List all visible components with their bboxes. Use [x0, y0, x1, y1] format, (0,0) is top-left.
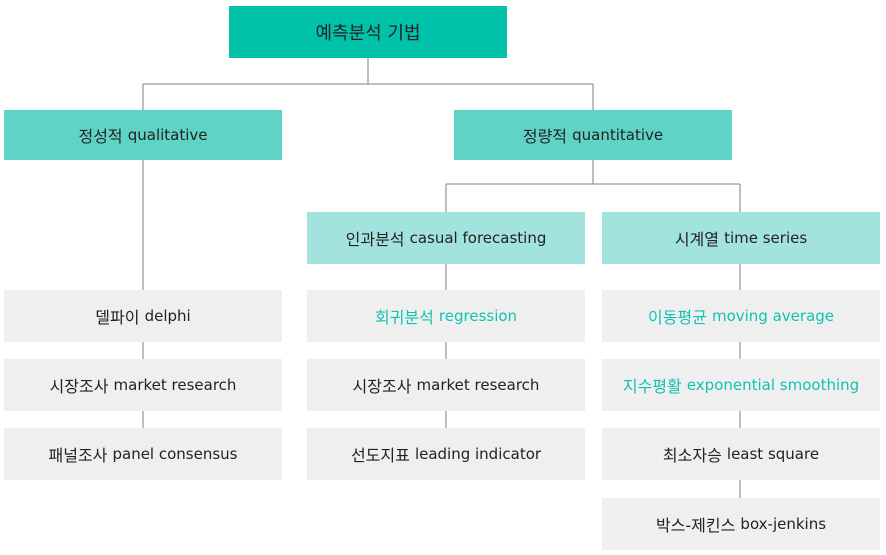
- root-node: 예측분석 기법: [229, 6, 507, 58]
- leaf-kr: 패널조사: [48, 446, 108, 465]
- leaf-en: moving average: [711, 307, 835, 325]
- quantitative-label-en: quantitative: [572, 126, 664, 144]
- causal-label-kr: 인과분석: [345, 230, 405, 249]
- root-label: 예측분석 기법: [315, 23, 421, 44]
- time-series-label-en: time series: [724, 229, 808, 247]
- leaf-kr: 최소자승: [662, 446, 722, 465]
- leaf-en: least square: [726, 445, 820, 463]
- quantitative-node: 정량적 quantitative: [454, 110, 732, 160]
- qualitative-label-kr: 정성적: [78, 127, 123, 146]
- leaf-market-research-causal: 시장조사 market research: [307, 359, 585, 411]
- qualitative-node: 정성적 qualitative: [4, 110, 282, 160]
- leaf-delphi: 델파이 delphi: [4, 290, 282, 342]
- leaf-en: regression: [438, 307, 518, 325]
- leaf-kr: 선도지표: [350, 446, 410, 465]
- leaf-kr: 지수평활: [622, 377, 682, 396]
- leaf-en: exponential smoothing: [686, 376, 860, 394]
- leaf-kr: 박스-제킨스: [655, 516, 736, 535]
- leaf-en: panel consensus: [112, 445, 238, 463]
- time-series-label-kr: 시계열: [674, 230, 719, 249]
- quantitative-label-kr: 정량적: [522, 127, 568, 146]
- leaf-moving-average: 이동평균 moving average: [602, 290, 880, 342]
- leaf-en: leading indicator: [414, 445, 542, 463]
- time-series-node: 시계열 time series: [602, 212, 880, 264]
- leaf-least-square: 최소자승 least square: [602, 428, 880, 480]
- leaf-en: box-jenkins: [740, 515, 827, 533]
- leaf-box-jenkins: 박스-제킨스 box-jenkins: [602, 498, 880, 550]
- causal-label-en: casual forecasting: [409, 229, 547, 247]
- leaf-panel-consensus: 패널조사 panel consensus: [4, 428, 282, 480]
- leaf-market-research-qual: 시장조사 market research: [4, 359, 282, 411]
- leaf-en: market research: [416, 376, 540, 394]
- leaf-leading-indicator: 선도지표 leading indicator: [307, 428, 585, 480]
- leaf-exponential-smoothing: 지수평활 exponential smoothing: [602, 359, 880, 411]
- leaf-regression: 회귀분석 regression: [307, 290, 585, 342]
- leaf-kr: 시장조사: [49, 377, 109, 396]
- leaf-en: market research: [113, 376, 237, 394]
- leaf-kr: 이동평균: [647, 308, 707, 327]
- leaf-en: delphi: [144, 307, 191, 325]
- leaf-kr: 회귀분석: [374, 308, 434, 327]
- causal-node: 인과분석 casual forecasting: [307, 212, 585, 264]
- leaf-kr: 델파이: [95, 308, 140, 327]
- qualitative-label-en: qualitative: [127, 126, 208, 144]
- leaf-kr: 시장조사: [352, 377, 412, 396]
